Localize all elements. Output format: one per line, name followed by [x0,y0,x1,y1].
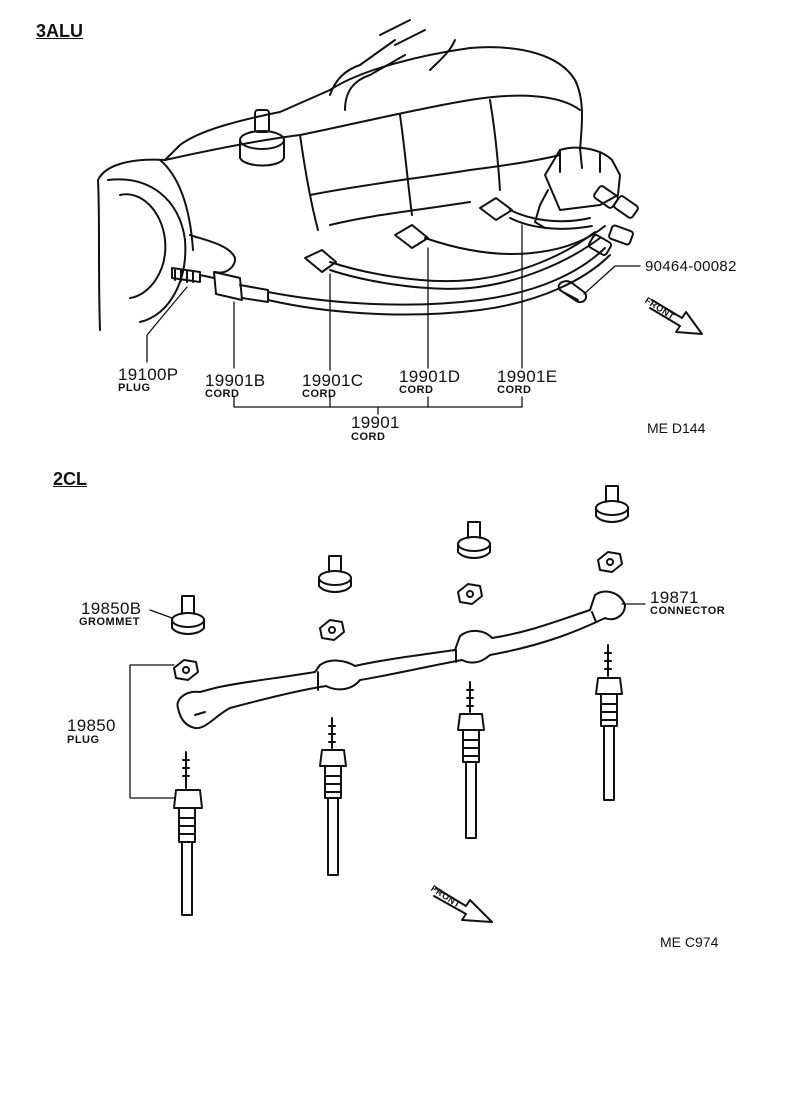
callout-19901c-desc: CORD [302,388,337,400]
callout-leaders-top [147,225,640,414]
callout-19100p-desc: PLUG [118,382,151,394]
callout-19850b-desc: GROMMET [79,616,140,628]
callout-19901e-desc: CORD [497,384,532,396]
callout-leaders-bottom [130,604,645,798]
figure-code-bottom: ME C974 [660,934,719,950]
spark-plug-19100p [172,268,214,282]
callout-19901c-number: 19901C [302,371,364,390]
ignition-cords [214,198,610,315]
callout-19901-number: 19901 [351,413,400,432]
callout-19850b-number: 19850B [81,599,142,618]
callout-19901b-desc: CORD [205,388,240,400]
callout-90464-00082-number: 90464-00082 [645,258,737,275]
section-title-2cl: 2CL [53,469,88,489]
callout-19901d-number: 19901D [399,367,461,386]
cord-clamp [559,281,586,302]
grommets [172,486,628,634]
callout-19850-desc: PLUG [67,734,100,746]
glow-plug-connector-bar [177,592,625,729]
callout-19850-number: 19850 [67,716,116,735]
section-title-3alu: 3ALU [36,21,84,41]
front-arrow-bottom [434,888,492,922]
glow-plugs [174,645,622,915]
figure-code-top: ME D144 [647,420,706,436]
callout-19100p-number: 19100P [118,365,179,384]
callout-19871-desc: CONNECTOR [650,605,726,617]
callout-19871-number: 19871 [650,588,699,607]
engine-outline [98,20,639,330]
callout-19901d-desc: CORD [399,384,434,396]
callout-19901-desc: CORD [351,431,386,443]
front-arrow-top [650,300,702,334]
callout-19901e-number: 19901E [497,367,558,386]
callout-19901b-number: 19901B [205,371,266,390]
terminal-nuts [174,552,622,680]
